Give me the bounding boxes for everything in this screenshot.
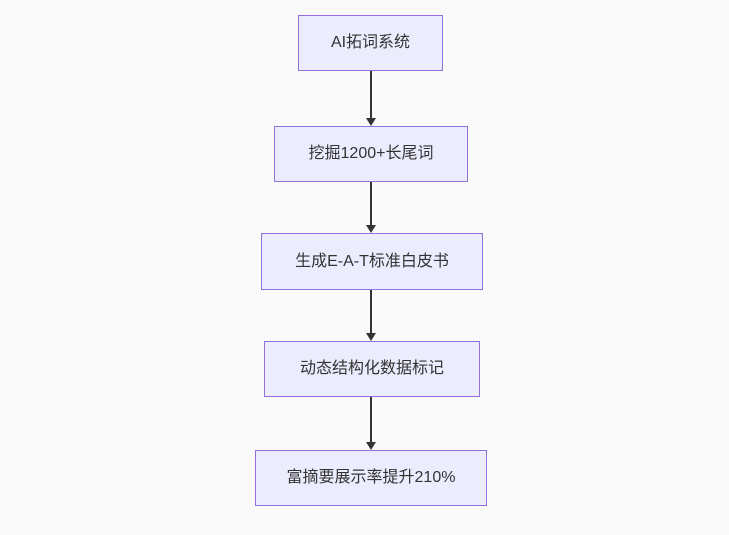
flow-node-label: 富摘要展示率提升210% (286, 469, 456, 487)
flow-node-ai-keyword-system: AI拓词系统 (298, 15, 443, 71)
arrow-down-icon (366, 225, 376, 233)
flow-node-structured-data-markup: 动态结构化数据标记 (264, 341, 480, 397)
flow-node-eat-whitepaper: 生成E-A-T标准白皮书 (261, 233, 483, 290)
flow-node-rich-snippet-result: 富摘要展示率提升210% (255, 450, 487, 506)
flow-edge-a-b (370, 71, 372, 118)
arrow-down-icon (366, 442, 376, 450)
flow-node-label: 挖掘1200+长尾词 (308, 145, 434, 163)
arrow-down-icon (366, 118, 376, 126)
arrow-down-icon (366, 333, 376, 341)
flow-node-longtail-mining: 挖掘1200+长尾词 (274, 126, 468, 182)
flow-node-label: 生成E-A-T标准白皮书 (295, 252, 449, 270)
flow-node-label: AI拓词系统 (330, 34, 411, 52)
flow-node-label: 动态结构化数据标记 (299, 360, 444, 378)
flow-edge-b-c (370, 182, 372, 225)
flow-edge-d-e (370, 397, 372, 442)
flow-edge-c-d (370, 290, 372, 333)
